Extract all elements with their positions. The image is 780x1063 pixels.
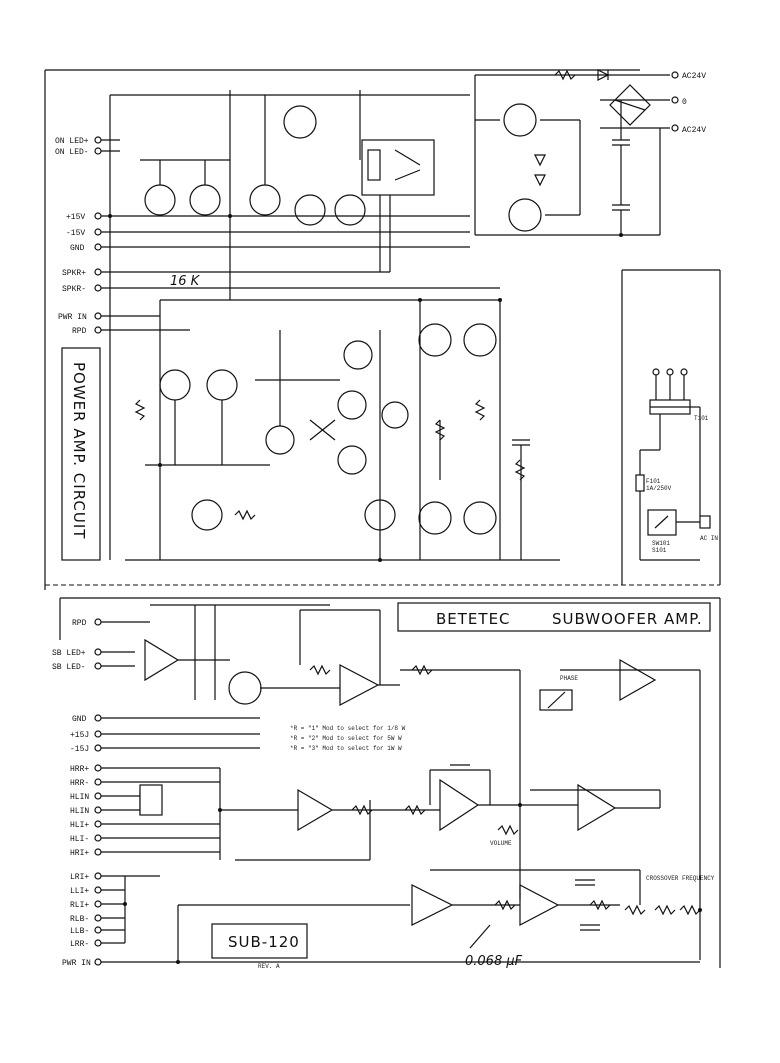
sub-conn-hlin-2-label: HLIN: [70, 807, 89, 816]
conn-ac24v-2-terminal: [671, 124, 679, 132]
sub-conn-hrr-minus-label: HRR-: [70, 779, 89, 788]
sub-conn-plus15j-label: +15J: [70, 731, 89, 740]
note-line-1: *R = "1" Mod to select for 1/8 W: [290, 725, 406, 732]
brand-title: BETETEC: [436, 610, 511, 628]
sub-conn-hli-plus-label: HLI+: [70, 821, 89, 830]
sub-conn-pwr-in-label: PWR IN: [62, 959, 91, 968]
conn-pwr-in-label: PWR IN: [58, 313, 87, 322]
frame-top: [44, 69, 721, 590]
crossover-label: CROSSOVER FREQUENCY: [646, 875, 715, 882]
sub-conn-hlin-1-label: HLIN: [70, 793, 89, 802]
sub-conn-sb-led-plus-label: SB LED+: [52, 649, 86, 658]
switch-label-2: S101: [652, 547, 667, 554]
model-title-box: [211, 923, 308, 959]
model-title: SUB-120: [228, 933, 300, 951]
frame-bottom: [59, 597, 721, 968]
conn-ac24v-2-label: AC24V: [682, 126, 706, 135]
sub-conn-hri-plus-label: HRI+: [70, 849, 89, 858]
power-amp-title: POWER AMP. CIRCUIT: [70, 362, 88, 539]
fuse-rating-label: 1A/250V: [646, 485, 672, 492]
sub-conn-lli-plus-label: LLI+: [70, 887, 89, 896]
product-title: SUBWOOFER AMP.: [552, 610, 703, 628]
sub-mid-stage: [139, 764, 661, 861]
sub-conn-minus15j-label: -15J: [70, 745, 89, 754]
volume-label: VOLUME: [490, 840, 512, 847]
conn-gnd-label: GND: [70, 244, 85, 253]
brand-title-box: [397, 602, 711, 632]
conn-spkr-plus-label: SPKR+: [62, 269, 86, 278]
note-line-2: *R = "2" Mod to select for 5W W: [290, 735, 402, 742]
sub-conn-llb-minus-label: LLB-: [70, 927, 89, 936]
fuse-label: F101: [646, 478, 661, 485]
handwritten-cap-note: 0.068 μF: [465, 954, 523, 969]
power-amp-left-connectors: [94, 136, 470, 334]
sub-top-stage: [144, 604, 701, 960]
conn-ac24v-1-label: AC24V: [682, 72, 706, 81]
conn-rpd-label: RPD: [72, 327, 87, 336]
sub-conn-hli-minus-label: HLI-: [70, 835, 89, 844]
power-supply-section: [474, 69, 670, 236]
power-amp-main-stage: [125, 299, 560, 561]
sub-input-connectors: [94, 764, 220, 856]
conn-minus15v-label: -15V: [66, 229, 85, 238]
switch-label: SW101: [652, 540, 670, 547]
transformer-label: T101: [694, 415, 709, 422]
sub-conn-rlb-minus-label: RLB-: [70, 915, 89, 924]
sub-conn-hrr-plus-label: HRR+: [70, 765, 89, 774]
sub-conn-lri-plus-label: LRI+: [70, 873, 89, 882]
transformer-section: [635, 368, 711, 561]
model-revision: REV. A: [258, 963, 280, 970]
junction-dots: [108, 214, 702, 964]
ac-in-label: AC IN: [700, 535, 718, 542]
conn-spkr-minus-label: SPKR-: [62, 285, 86, 294]
sub-conn-lrr-minus-label: LRR-: [70, 940, 89, 949]
sub-conn-rpd-label: RPD: [72, 619, 87, 628]
handwritten-16k-note: 16 K: [170, 274, 201, 289]
sub-top-connectors: [94, 618, 260, 752]
sub-bottom-stage: [177, 869, 701, 962]
conn-0-terminal: [671, 96, 679, 104]
conn-on-led-minus-label: ON LED-: [55, 148, 89, 157]
power-amp-top-transistors: [109, 90, 500, 560]
sub-conn-rli-plus-label: RLI+: [70, 901, 89, 910]
conn-plus15v-label: +15V: [66, 213, 85, 222]
conn-ac24v-1-terminal: [671, 71, 679, 79]
sub-conn-sb-led-minus-label: SB LED-: [52, 663, 86, 672]
power-amp-title-box: [61, 347, 101, 561]
conn-on-led-plus-label: ON LED+: [55, 137, 89, 146]
cap-note-pointer: [469, 924, 491, 949]
phase-label: PHASE: [560, 675, 578, 682]
sub-conn-gnd-label: GND: [72, 715, 87, 724]
note-line-3: *R = "3" Mod to select for 1W W: [290, 745, 402, 752]
sub-line-connectors: [94, 872, 700, 966]
conn-0-label: 0: [682, 98, 687, 107]
